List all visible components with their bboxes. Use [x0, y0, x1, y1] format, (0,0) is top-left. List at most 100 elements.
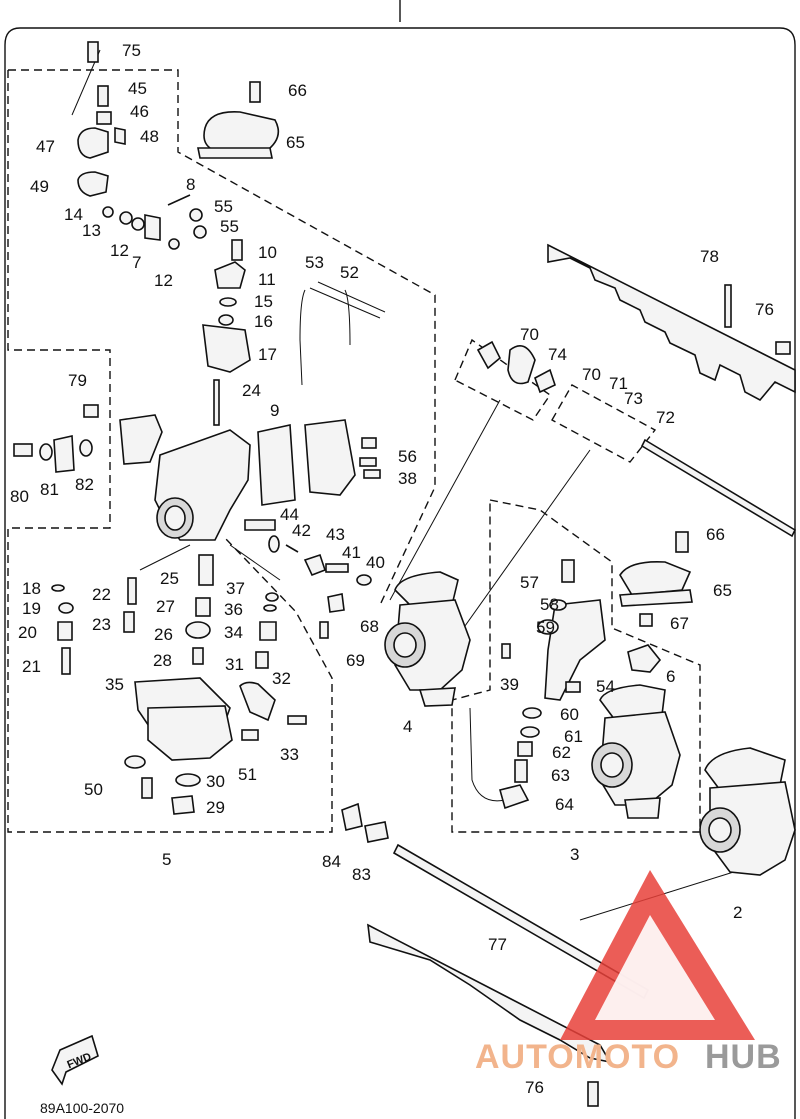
callout-38: 38 — [398, 469, 417, 488]
callout-64: 64 — [555, 795, 574, 814]
callout-15: 15 — [254, 292, 273, 311]
callout-75: 75 — [122, 41, 141, 60]
callout-45: 45 — [128, 79, 147, 98]
callout-66: 66 — [706, 525, 725, 544]
callout-11: 11 — [258, 270, 276, 289]
watermark-triangle — [560, 870, 755, 1040]
outer-frame — [4, 0, 796, 1119]
doc-number: 89A100-2070 — [40, 1100, 124, 1116]
callout-55: 55 — [220, 217, 239, 236]
callout-43: 43 — [326, 525, 345, 544]
callout-77: 77 — [488, 935, 507, 954]
callout-7: 7 — [132, 253, 141, 272]
fwd-arrow-icon — [51, 1034, 99, 1086]
callout-78: 78 — [700, 247, 719, 266]
callout-32: 32 — [272, 669, 291, 688]
callout-33: 33 — [280, 745, 299, 764]
callout-40: 40 — [366, 553, 385, 572]
callout-42: 42 — [292, 521, 311, 540]
watermark-triangle-inner — [595, 915, 715, 1020]
callout-71: 71 — [609, 374, 628, 393]
callout-67: 67 — [670, 614, 689, 633]
callout-82: 82 — [75, 475, 94, 494]
float-bowl — [124, 677, 259, 815]
callout-56: 56 — [398, 447, 417, 466]
callout-25: 25 — [160, 569, 179, 588]
group-boundary-right — [451, 499, 701, 833]
callout-66: 66 — [288, 81, 307, 100]
fuel-rail-bracket-bottom — [367, 923, 612, 1064]
callout-62: 62 — [552, 743, 571, 762]
callout-69: 69 — [346, 651, 365, 670]
callout-12: 12 — [154, 271, 173, 290]
callout-18: 18 — [22, 579, 41, 598]
callout-17: 17 — [258, 345, 277, 364]
callout-60: 60 — [560, 705, 579, 724]
callout-37: 37 — [226, 579, 245, 598]
callout-65: 65 — [286, 133, 305, 152]
callout-72: 72 — [656, 408, 675, 427]
callout-70: 70 — [520, 325, 539, 344]
callout-19: 19 — [22, 599, 41, 618]
callout-68: 68 — [360, 617, 379, 636]
callout-76: 76 — [755, 300, 774, 319]
callout-23: 23 — [92, 615, 111, 634]
group-boundary-jet-kit — [454, 338, 657, 463]
callout-74: 74 — [548, 345, 567, 364]
callout-76: 76 — [525, 1078, 544, 1097]
callout-31: 31 — [225, 655, 244, 674]
jet-needle-parts — [51, 535, 372, 725]
callout-30: 30 — [206, 772, 225, 791]
callout-26: 26 — [154, 625, 173, 644]
callout-53: 53 — [305, 253, 324, 272]
callout-41: 41 — [342, 543, 361, 562]
callout-34: 34 — [224, 623, 243, 642]
callout-55: 55 — [214, 197, 233, 216]
callout-8: 8 — [186, 175, 195, 194]
callout-10: 10 — [258, 243, 277, 262]
callout-14: 14 — [64, 205, 83, 224]
callout-12: 12 — [110, 241, 129, 260]
callout-83: 83 — [352, 865, 371, 884]
callout-28: 28 — [153, 651, 172, 670]
callout-4: 4 — [403, 717, 412, 736]
callout-70: 70 — [582, 365, 601, 384]
callout-52: 52 — [340, 263, 359, 282]
callout-54: 54 — [596, 677, 615, 696]
callout-50: 50 — [84, 780, 103, 799]
carburetor-main-left — [154, 419, 381, 541]
callout-73: 73 — [624, 389, 643, 408]
callout-48: 48 — [140, 127, 159, 146]
watermark-text-part1: AUTOMOTO — [475, 1038, 680, 1076]
callout-59: 59 — [536, 618, 555, 637]
callout-84: 84 — [322, 852, 341, 871]
callout-57: 57 — [520, 573, 539, 592]
callout-13: 13 — [82, 221, 101, 240]
callout-47: 47 — [36, 137, 55, 156]
callout-20: 20 — [18, 623, 37, 642]
callout-5: 5 — [162, 850, 171, 869]
callout-3: 3 — [570, 845, 579, 864]
callout-51: 51 — [238, 765, 257, 784]
callout-16: 16 — [254, 312, 273, 331]
carburetor-3 — [469, 559, 681, 819]
callout-63: 63 — [551, 766, 570, 785]
callout-35: 35 — [105, 675, 124, 694]
callout-36: 36 — [224, 600, 243, 619]
callout-65: 65 — [713, 581, 732, 600]
callout-80: 80 — [10, 487, 29, 506]
callout-21: 21 — [22, 657, 41, 676]
callout-39: 39 — [500, 675, 519, 694]
callout-22: 22 — [92, 585, 111, 604]
callout-6: 6 — [666, 667, 675, 686]
callout-81: 81 — [40, 480, 59, 499]
callout-79: 79 — [68, 371, 87, 390]
callout-46: 46 — [130, 102, 149, 121]
carburetor-2 — [341, 284, 796, 1107]
left-bracket-parts — [13, 404, 163, 473]
callout-27: 27 — [156, 597, 175, 616]
group-boundary-top-left — [7, 69, 436, 833]
callout-44: 44 — [280, 505, 299, 524]
